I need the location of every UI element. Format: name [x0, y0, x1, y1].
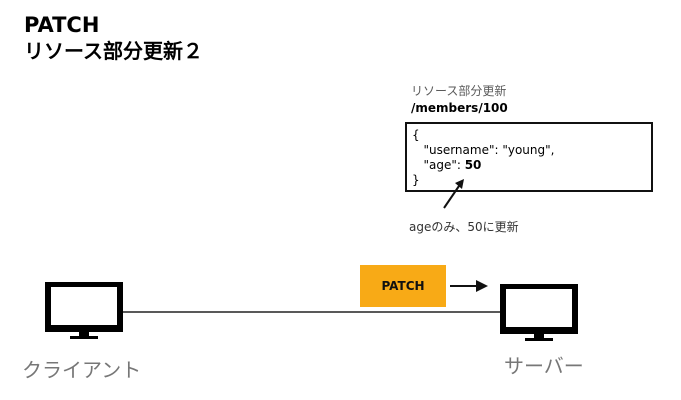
json-close-brace: }: [412, 173, 420, 187]
json-age-line: "age": 50: [412, 158, 651, 173]
arrow-right-icon: [450, 280, 488, 292]
json-username-text: "username": "young",: [423, 143, 555, 157]
json-age-value: 50: [464, 158, 482, 172]
resource-note-label: リソース部分更新: [411, 84, 507, 98]
update-annotation: ageのみ、50に更新: [409, 220, 519, 234]
json-body-box: { "username": "young", "age": 50 }: [405, 122, 653, 192]
server-label: サーバー: [504, 354, 584, 378]
client-computer-icon: [45, 282, 123, 339]
patch-method-box: PATCH: [360, 265, 446, 307]
page-subtitle: リソース部分更新２: [24, 39, 203, 63]
server-computer-icon: [500, 284, 578, 341]
json-open-brace: {: [412, 128, 420, 142]
title-block: PATCH リソース部分更新２: [24, 12, 203, 64]
json-age-key: "age":: [423, 158, 465, 172]
page-title: PATCH: [24, 13, 100, 37]
client-label: クライアント: [22, 358, 142, 382]
arrow-up-right-icon: [443, 179, 464, 209]
json-username-line: "username": "young",: [412, 143, 651, 158]
resource-path: /members/100: [411, 101, 508, 115]
